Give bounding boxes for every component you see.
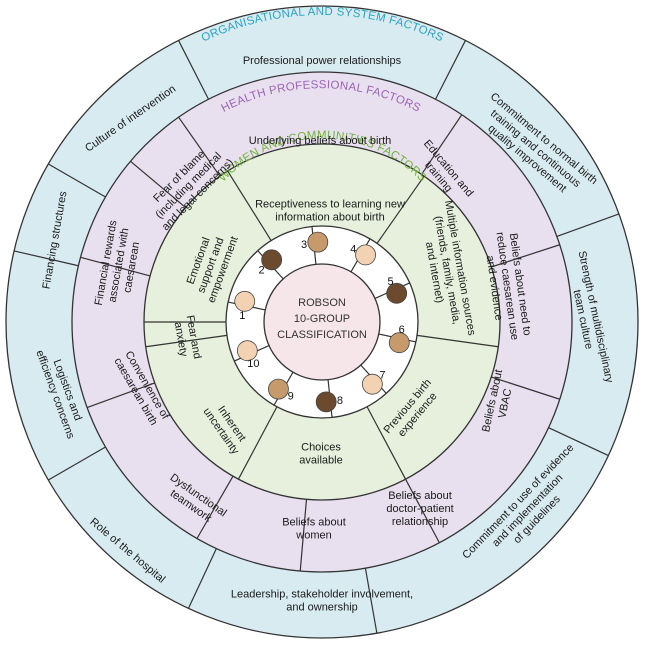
robson-group-number: 2	[259, 265, 265, 277]
women-community-factor-label-line: Receptiveness to learning new	[255, 199, 405, 211]
center-line-1: ROBSON	[298, 297, 346, 309]
pregnant-woman-icon	[386, 282, 408, 304]
middle-divider	[130, 160, 187, 209]
robson-group-number: 7	[379, 369, 385, 381]
inner-divider	[366, 406, 407, 480]
health-professional-factor-label: Beliefs about need toreduce caesarean us…	[481, 230, 534, 343]
robson-group-number: 3	[301, 239, 307, 251]
outer-divider	[434, 40, 466, 100]
robson-group-number: 4	[350, 243, 356, 255]
middle-divider	[299, 499, 308, 572]
middle-divider	[405, 478, 440, 544]
pregnant-woman-icon	[236, 340, 258, 362]
pregnant-woman-icon	[361, 373, 383, 395]
pregnant-woman-icon	[234, 290, 256, 312]
outer-factor-label: Professional power relationships	[243, 55, 402, 67]
robson-group-number: 9	[288, 391, 294, 403]
middle-divider	[80, 256, 151, 277]
health-professional-factor-label-line: Underlying beliefs about birth	[249, 135, 391, 147]
women-community-factor-label-line: available	[299, 455, 342, 467]
inner-divider	[145, 334, 228, 348]
health-professional-factor-label: Financial rewardsassociated withcaesarea…	[93, 219, 145, 311]
outer-divider	[364, 568, 378, 634]
middle-divider	[86, 382, 155, 409]
robson-group-number: 10	[247, 358, 259, 370]
robson-group-number: 6	[399, 324, 405, 336]
outer-divider	[48, 446, 106, 481]
middle-divider	[491, 376, 560, 400]
health-professional-factor-label-line: relationship	[392, 516, 448, 528]
outer-factor-label-line: and ownership	[286, 602, 358, 614]
robson-group-number: 1	[239, 310, 245, 322]
pregnant-woman-icon	[261, 249, 283, 271]
segment-dividers	[13, 40, 620, 634]
middle-divider	[491, 244, 560, 268]
outer-divider	[178, 40, 210, 100]
outer-divider	[13, 250, 79, 267]
women-community-factor-label-line: Choices	[301, 442, 341, 454]
inner-divider	[237, 406, 278, 480]
middle-divider	[196, 475, 234, 539]
inner-divider	[227, 170, 272, 241]
health-professional-factor-label-line: Beliefs about	[388, 490, 452, 502]
middle-divider	[178, 116, 221, 177]
inner-divider	[376, 175, 425, 244]
center-circle	[263, 263, 381, 381]
center-label: ROBSON 10-GROUP CLASSIFICATION	[277, 297, 367, 341]
robson-group-number: 8	[337, 395, 343, 407]
outer-divider	[548, 427, 609, 457]
outer-divider	[556, 213, 620, 238]
pregnant-woman-icon	[268, 378, 289, 400]
outer-divider	[187, 548, 217, 609]
health-professional-factor-label: Underlying beliefs about birth	[249, 135, 391, 147]
inner-divider	[416, 334, 499, 348]
outer-factor-label-line: Professional power relationships	[243, 55, 402, 67]
pregnant-woman-icon	[355, 244, 376, 266]
pregnant-woman-icon	[315, 391, 337, 413]
health-professional-factor-label-line: women	[295, 530, 331, 542]
center-line-3: CLASSIFICATION	[277, 329, 367, 341]
women-community-factor-label-line: information about birth	[275, 212, 384, 224]
robson-group-number: 5	[388, 276, 394, 288]
outer-factor-label: Leadership, stakeholder involvement,and …	[231, 589, 413, 614]
pregnant-woman-icon	[307, 231, 329, 253]
outer-factor-label-line: Leadership, stakeholder involvement,	[231, 589, 413, 601]
health-professional-factor-label-line: Beliefs about	[282, 517, 346, 529]
pregnant-woman-icon	[388, 332, 410, 354]
health-professional-factor-label-line: doctor-patient	[386, 503, 453, 515]
middle-divider	[421, 114, 463, 175]
outer-divider	[48, 163, 106, 198]
robson-group-markers: 1 2 3 4 5 6 7 8 9 10	[234, 231, 410, 413]
center-line-2: 10-GROUP	[294, 313, 350, 325]
